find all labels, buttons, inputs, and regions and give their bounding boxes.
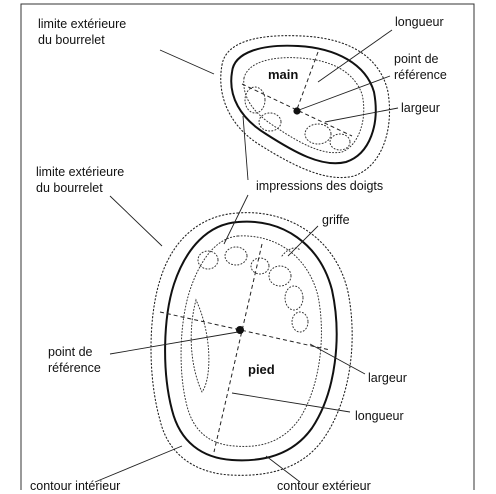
label-point-ref-top-line1: point de xyxy=(394,52,439,66)
leader-largeur-top xyxy=(325,108,398,122)
label-contour-interieur: contour intérieur xyxy=(30,479,120,493)
label-limite-top-line2: du bourrelet xyxy=(38,33,105,47)
label-point-ref-top-line2: référence xyxy=(394,68,447,82)
main-length-line xyxy=(296,52,318,112)
leader-limite-mid xyxy=(110,196,162,246)
pied-reference-point xyxy=(236,326,244,334)
main-contour xyxy=(231,46,375,164)
main-digit-impression xyxy=(259,113,281,131)
label-largeur-bot: largeur xyxy=(368,371,407,385)
leader-impressions-down xyxy=(224,195,248,244)
pied-width-line xyxy=(160,312,330,350)
label-limite-mid-line1: limite extérieure xyxy=(36,165,124,179)
pied-sole-impression xyxy=(191,300,209,392)
pied-inner-contour xyxy=(181,236,321,447)
leader-impressions-up xyxy=(243,116,248,180)
pied-length-line xyxy=(214,244,262,452)
label-point-ref-bot-line2: référence xyxy=(48,361,101,375)
label-largeur-top: largeur xyxy=(401,101,440,115)
pied-digit-impression xyxy=(269,266,291,286)
label-impressions-des-doigts: impressions des doigts xyxy=(256,179,383,193)
pied-digit-impression xyxy=(292,312,308,332)
main-digit-impression xyxy=(330,134,350,150)
label-pied: pied xyxy=(248,362,275,377)
label-longueur-top: longueur xyxy=(395,15,444,29)
main-reference-point xyxy=(293,107,300,114)
leader-limite-top xyxy=(160,50,214,74)
main-digit-impression xyxy=(305,124,331,144)
leader-longueur-bot xyxy=(232,393,350,412)
label-griffe: griffe xyxy=(322,213,350,227)
labels: limite extérieure du bourrelet longueur … xyxy=(30,15,447,493)
main-inner-contour xyxy=(244,58,364,153)
pied-digit-impression xyxy=(225,247,247,265)
label-point-ref-bot-line1: point de xyxy=(48,345,93,359)
leader-point-ref-bot xyxy=(110,332,238,354)
label-main: main xyxy=(268,67,298,82)
label-longueur-bot: longueur xyxy=(355,409,404,423)
pied-digit-impression xyxy=(251,258,269,274)
pied-digit-impression xyxy=(285,286,303,310)
pied-print xyxy=(151,213,352,476)
pied-claw-mark xyxy=(282,248,300,256)
label-contour-exterieur: contour extérieur xyxy=(277,479,371,493)
leader-contour-interieur xyxy=(95,446,182,482)
label-limite-mid-line2: du bourrelet xyxy=(36,181,103,195)
label-limite-top-line1: limite extérieure xyxy=(38,17,126,31)
